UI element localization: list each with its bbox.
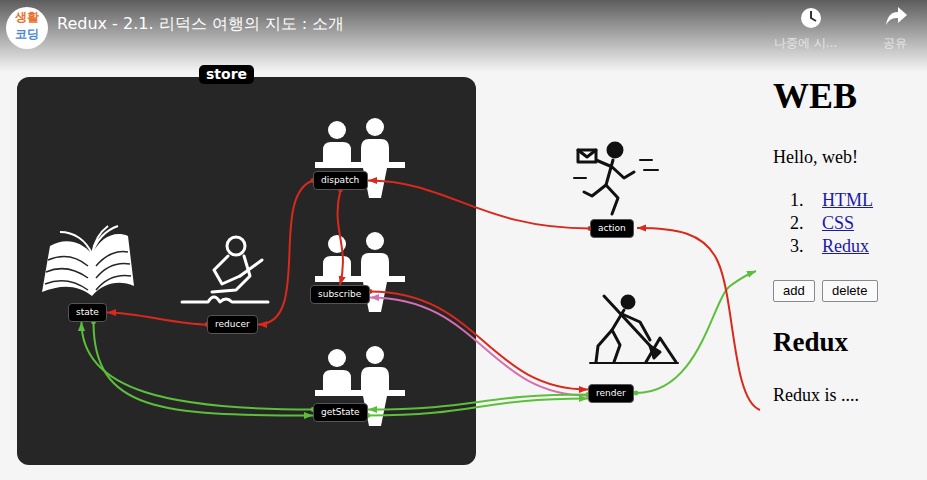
list-number: 3. [790,236,804,257]
watch-later-icon [801,8,821,28]
page-button: add [773,280,815,302]
page-link: Redux [822,236,869,257]
page-link: CSS [822,213,854,234]
flow-arrow [258,181,313,325]
page-link: HTML [822,190,873,211]
flow-arrow [370,292,588,390]
book-icon [42,226,134,296]
digger-icon [590,296,678,363]
video-title: Redux - 2.1. 리덕스 여행의 지도 : 소개 [57,15,344,33]
node-label: render [596,388,626,399]
function-pill: render [588,384,634,403]
render-to-page-arrow [636,271,756,393]
node-label: subscribe [318,289,361,300]
page-heading: WEB [773,76,857,117]
node-label: delete [832,283,867,299]
node-label: add [783,283,805,299]
node-label: getState [321,407,360,418]
share-icon [886,7,907,25]
page-text: Hello, web! [773,147,858,168]
flow-arrow [338,190,343,285]
writer-icon [182,237,268,302]
action-caption: 나중에 시... [774,37,837,51]
top-shade [0,0,927,72]
action-caption: 공유 [883,37,907,51]
logo-text: 생활 [15,11,39,25]
page-heading: Redux [773,327,848,358]
page-to-action-arrow [637,228,760,410]
channel-logo [6,7,48,49]
store-panel [17,77,476,465]
store-tag: store [199,65,254,84]
flow-arrow [107,313,207,325]
logo-text: 코딩 [15,28,39,42]
node-label: state [76,307,99,318]
page-text: Redux is .... [773,385,859,406]
flow-arrow [94,322,314,416]
list-number: 1. [790,190,804,211]
function-pill: subscribe [310,285,370,304]
flow-arrow [368,181,590,229]
node-label: reducer [215,319,250,330]
function-pill: getState [313,403,368,422]
store-box: storestatereducerdispatchsubscribegetSta… [17,77,476,465]
flow-arrow [370,298,588,396]
function-pill: action [590,219,634,238]
flow-arrow [82,322,314,410]
courier-icon [574,143,658,214]
function-pill: reducer [207,315,258,334]
node-label: action [598,223,626,234]
node-label: dispatch [321,175,359,186]
function-pill: state [68,303,107,322]
flow-arrow [368,399,588,416]
page-button: delete [822,280,878,302]
list-number: 2. [790,213,804,234]
function-pill: dispatch [313,171,368,190]
